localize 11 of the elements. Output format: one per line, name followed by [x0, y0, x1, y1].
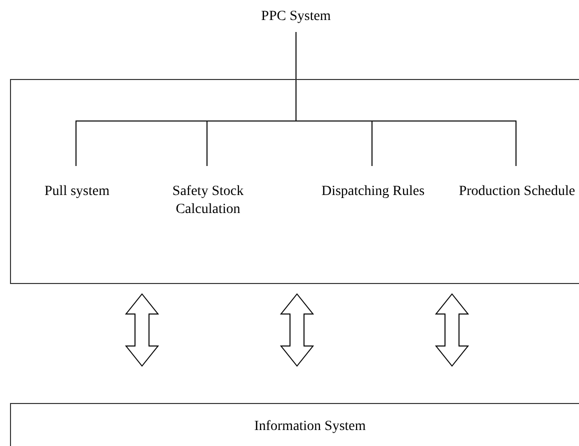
- label-text: Production Schedule: [458, 183, 576, 201]
- double-arrow: [434, 293, 470, 367]
- double-arrow: [124, 293, 160, 367]
- panel-box: [10, 79, 579, 284]
- label-text: Information System: [254, 418, 366, 436]
- label-text: Dispatching Rules: [321, 183, 425, 201]
- label-text: Pull system: [44, 183, 110, 201]
- label-text: Safety Stock Calculation: [171, 183, 245, 219]
- label-text: PPC System: [261, 8, 331, 26]
- double-arrow: [280, 293, 314, 367]
- connector-line: [296, 32, 516, 166]
